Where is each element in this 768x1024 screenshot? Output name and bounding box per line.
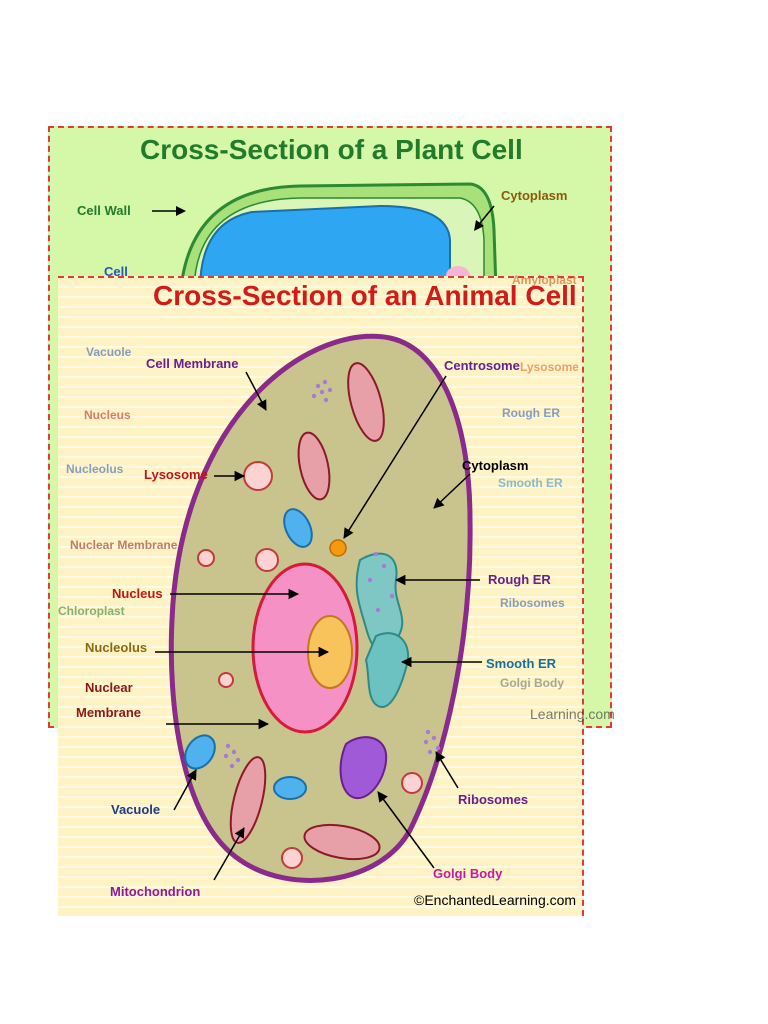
label-nucleolus: Nucleolus — [85, 640, 147, 655]
label-rough-er: Rough ER — [488, 572, 551, 587]
label-golgi-body: Golgi Body — [433, 866, 502, 881]
ribosome-dot — [428, 750, 432, 754]
ribosome-dot — [232, 750, 236, 754]
label-cytoplasm: Cytoplasm — [462, 458, 528, 473]
ribosome-dot — [376, 608, 380, 612]
label-lysosome: Lysosome — [144, 467, 208, 482]
label-smooth-er: Smooth ER — [486, 656, 556, 671]
label-cell-membrane: Cell Membrane — [146, 356, 238, 371]
lysosome-4 — [219, 673, 233, 687]
ribosome-dot — [390, 594, 394, 598]
ribosome-dot — [323, 380, 327, 384]
ribosome-dot — [382, 564, 386, 568]
label-centrosome: Centrosome — [444, 358, 520, 373]
ribosome-dot — [436, 746, 440, 750]
lysosome-6 — [282, 848, 302, 868]
lysosome-5 — [402, 773, 422, 793]
label-mitochondrion: Mitochondrion — [110, 884, 200, 899]
pointer-ribosomes — [436, 752, 458, 788]
label-vacuole: Vacuole — [111, 802, 160, 817]
centrosome — [330, 540, 346, 556]
label-membrane: Membrane — [76, 705, 141, 720]
label-nuclear: Nuclear — [85, 680, 133, 695]
ribosome-dot — [236, 758, 240, 762]
ribosome-dot — [324, 398, 328, 402]
copyright-text: ©EnchantedLearning.com — [414, 892, 576, 908]
label-ribosomes: Ribosomes — [458, 792, 528, 807]
ribosome-dot — [368, 578, 372, 582]
ribosome-dot — [230, 764, 234, 768]
ribosome-dot — [424, 740, 428, 744]
vacuole-3 — [274, 777, 306, 799]
ribosome-dot — [374, 552, 378, 556]
ribosome-dot — [226, 744, 230, 748]
ribosome-dot — [328, 388, 332, 392]
lysosome-1 — [244, 462, 272, 490]
ribosome-dot — [224, 754, 228, 758]
ribosome-dot — [432, 736, 436, 740]
label-nucleus: Nucleus — [112, 586, 163, 601]
ribosome-dot — [312, 394, 316, 398]
ribosome-dot — [320, 390, 324, 394]
lysosome-2 — [256, 549, 278, 571]
ribosome-dot — [316, 384, 320, 388]
lysosome-3 — [198, 550, 214, 566]
ribosome-dot — [426, 730, 430, 734]
